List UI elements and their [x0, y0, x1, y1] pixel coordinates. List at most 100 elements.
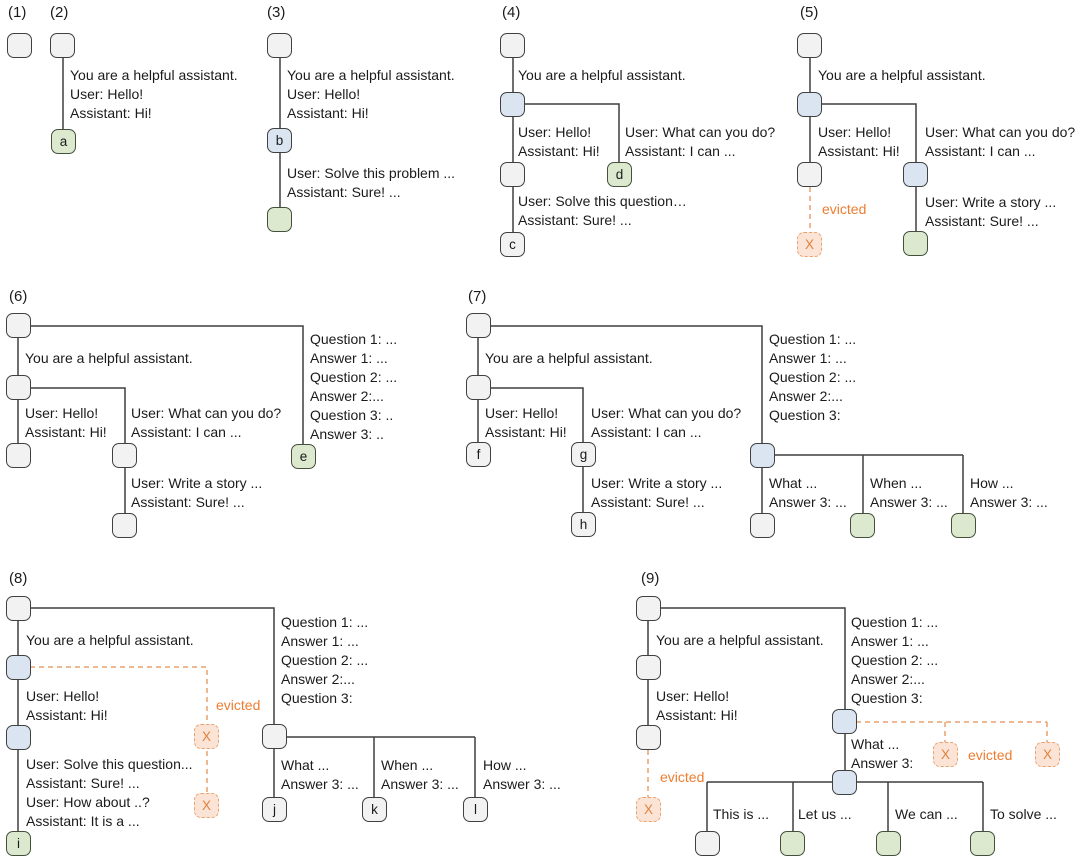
node-gray	[695, 831, 720, 856]
edge-text: User: Solve this question... Assistant: S…	[26, 755, 193, 831]
edge-text-line: Question 2: ...	[851, 652, 939, 668]
node-d: d	[607, 162, 632, 187]
edge-text: Let us ...	[798, 805, 852, 824]
node-gray	[7, 33, 32, 58]
edge-text: How ...Answer 3: ...	[483, 756, 561, 794]
node-gray	[267, 33, 292, 58]
edge-text-line: Assistant: I can ...	[591, 424, 702, 440]
edge-text: To solve ...	[990, 805, 1057, 824]
evicted-node: X	[636, 797, 661, 822]
edge-text: What ...Answer 3: ...	[769, 474, 847, 512]
edge-text-line: Question 1: ...	[769, 331, 857, 347]
edge-text-line: Answer 2:...	[851, 671, 925, 687]
edge-line	[30, 387, 126, 443]
node-gray	[466, 375, 491, 400]
edge-text-line: You are a helpful assistant.	[656, 632, 824, 648]
node-gray	[636, 596, 661, 621]
edge-text-line: User: Solve this question…	[518, 193, 687, 209]
edge-text-line: You are a helpful assistant.	[818, 67, 986, 83]
edge-text: You are a helpful assistant.	[656, 631, 824, 650]
edge-text: You are a helpful assistant.User: Hello!…	[287, 66, 455, 123]
node-green	[951, 513, 976, 538]
edge-text-line: Answer 2:...	[769, 388, 843, 404]
panel-label: (9)	[641, 570, 660, 587]
node-f: f	[466, 442, 491, 467]
edge-line	[525, 103, 620, 162]
evicted-node: X	[797, 232, 822, 257]
edge-text-line: evicted	[822, 201, 867, 217]
node-blue	[500, 92, 525, 117]
edge-text-line: User: What can you do?	[591, 405, 742, 421]
edge-text-line: What ...	[769, 475, 818, 491]
edge-text-line: User: Solve this question...	[26, 756, 193, 772]
node-blue	[6, 725, 31, 750]
node-gray	[636, 655, 661, 680]
node-blue	[797, 92, 822, 117]
edge-text-line: Assistant: Hi!	[518, 143, 600, 159]
edge-text-line: Question 1: ...	[851, 614, 939, 630]
edge-text-line: Assistant: Sure! ...	[591, 494, 705, 510]
edge-text-line: User: Write a story ...	[591, 475, 723, 491]
edge-text-line: Answer 3: ...	[970, 494, 1048, 510]
edge-text-line: When ...	[381, 757, 434, 773]
edge-line	[660, 607, 846, 709]
evicted-node: X	[933, 742, 958, 767]
node-gray	[797, 33, 822, 58]
edge-text-line: Answer 1: ...	[769, 350, 847, 366]
edge-text-line: When ...	[870, 475, 923, 491]
node-gray	[262, 724, 287, 749]
node-green	[850, 513, 875, 538]
edge-text: User: Hello!Assistant: Hi!	[656, 687, 738, 725]
evicted-node: X	[1035, 742, 1060, 767]
node-green	[903, 231, 928, 256]
edge-text-line: User: Hello!	[70, 86, 144, 102]
node-gray	[500, 33, 525, 58]
edge-text: When ...Answer 3: ...	[381, 756, 459, 794]
edge-text: User: Hello!Assistant: Hi!	[485, 404, 567, 442]
edge-text-line: Assistant: Hi!	[25, 424, 107, 440]
edge-text: Question 1: ...Answer 1: ...Question 2: …	[851, 613, 938, 708]
edge-text-line: What ...	[281, 757, 330, 773]
edge-text-line: evicted	[660, 769, 705, 785]
edge-text-line: Assistant: I can ...	[625, 143, 736, 159]
edge-text: User: Hello!Assistant: Hi!	[818, 123, 900, 161]
edge-text-line: How ...	[970, 475, 1014, 491]
edge-text-line: User: How about ..?	[26, 794, 150, 810]
panel-label: (6)	[9, 288, 28, 305]
edge-text: User: What can you do?Assistant: I can .…	[925, 123, 1075, 161]
edge-line	[30, 607, 275, 724]
evicted-label: evicted	[968, 746, 1012, 765]
edge-text-line: You are a helpful assistant.	[25, 350, 193, 366]
node-b: b	[267, 128, 292, 153]
edge-text-line: Assistant: Sure! ...	[131, 494, 245, 510]
edge-text-line: Assistant: Sure! ...	[26, 775, 140, 791]
edge-text-line: User: Hello!	[518, 124, 592, 140]
edge-text-line: You are a helpful assistant.	[485, 350, 653, 366]
node-gray	[750, 513, 775, 538]
edge-text: What ...Answer 3:	[851, 735, 913, 773]
edge-text: When ...Answer 3: ...	[870, 474, 948, 512]
edge-text: User: Solve this question… Assistant: Sur…	[518, 192, 687, 230]
edge-text-line: evicted	[968, 747, 1013, 763]
edge-text: User: Hello!Assistant: Hi!	[26, 687, 108, 725]
edge-text-line: User: Write a story ...	[131, 475, 263, 491]
node-green	[780, 831, 805, 856]
edge-text: You are a helpful assistant.	[25, 349, 193, 368]
edge-text-line: Question 3:	[851, 690, 923, 706]
edge-text-line: Answer 2:...	[310, 388, 384, 404]
edge-line	[822, 103, 917, 162]
edge-line	[490, 325, 763, 443]
panel-label: (8)	[9, 570, 28, 587]
panel-label: (3)	[267, 4, 286, 21]
edge-text-line: Question 1: ...	[281, 614, 369, 630]
edge-text-line: You are a helpful assistant.	[518, 67, 686, 83]
edge-text: We can ...	[895, 805, 958, 824]
edge-text: User: Solve this problem ...Assistant: S…	[287, 164, 455, 202]
edge-text-line: Answer 1: ...	[310, 350, 388, 366]
edge-text-line: User: Hello!	[818, 124, 892, 140]
edge-text-line: Assistant: Sure! ...	[518, 212, 632, 228]
panel-label: (4)	[502, 4, 521, 21]
edge-text-line: User: Hello!	[25, 405, 99, 421]
node-h: h	[571, 512, 596, 537]
